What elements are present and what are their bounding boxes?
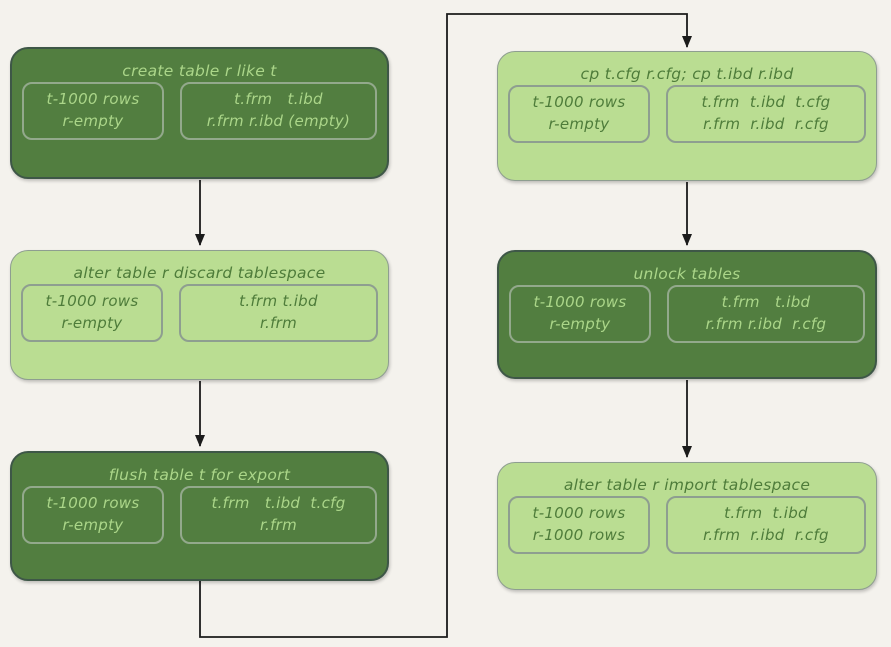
state-line: t-1000 rows: [45, 292, 139, 311]
node-title: unlock tables: [633, 265, 741, 283]
state-line: t-1000 rows: [532, 504, 626, 523]
node-create-table: create table r like t t-1000 rows r-empt…: [10, 47, 389, 179]
state-line: t-1000 rows: [46, 90, 140, 109]
rows-state-box: t-1000 rows r-empty: [22, 486, 164, 544]
node-title: flush table t for export: [108, 466, 291, 484]
files-state-box: t.frm t.ibd t.cfg r.frm r.ibd r.cfg: [666, 85, 866, 143]
node-copy-files: cp t.cfg r.cfg; cp t.ibd r.ibd t-1000 ro…: [497, 51, 877, 181]
node-state-row: t-1000 rows r-empty t.frm t.ibd r.frm r.…: [12, 82, 387, 140]
state-line: r-empty: [62, 112, 124, 130]
rows-state-box: t-1000 rows r-empty: [509, 285, 651, 343]
state-line: t-1000 rows: [532, 93, 626, 112]
state-line: r.frm r.ibd r.cfg: [705, 315, 827, 333]
node-state-row: t-1000 rows r-empty t.frm t.ibd t.cfg r.…: [498, 85, 876, 143]
state-line: r.frm r.ibd (empty): [206, 112, 351, 130]
node-title: alter table r import tablespace: [563, 476, 811, 494]
files-state-box: t.frm t.ibd r.frm r.ibd (empty): [180, 82, 377, 140]
rows-state-box: t-1000 rows r-1000 rows: [508, 496, 650, 554]
node-import-tablespace: alter table r import tablespace t-1000 r…: [497, 462, 877, 590]
state-line: t.frm t.ibd: [724, 504, 808, 523]
state-line: r-empty: [549, 315, 611, 333]
state-line: t-1000 rows: [533, 293, 627, 312]
rows-state-box: t-1000 rows r-empty: [22, 82, 164, 140]
node-discard-tablespace: alter table r discard tablespace t-1000 …: [10, 250, 389, 380]
rows-state-box: t-1000 rows r-empty: [508, 85, 650, 143]
node-state-row: t-1000 rows r-empty t.frm t.ibd t.cfg r.…: [12, 486, 387, 544]
node-title: alter table r discard tablespace: [73, 264, 326, 282]
node-title: create table r like t: [122, 62, 277, 80]
state-line: r-1000 rows: [532, 526, 626, 544]
state-line: t.frm t.ibd: [721, 293, 811, 312]
node-state-row: t-1000 rows r-empty t.frm t.ibd r.frm r.…: [499, 285, 875, 343]
state-line: t.frm t.ibd t.cfg: [701, 93, 831, 112]
rows-state-box: t-1000 rows r-empty: [21, 284, 163, 342]
state-line: r.frm r.ibd r.cfg: [703, 115, 829, 133]
state-line: r.frm: [259, 516, 298, 534]
state-line: t.frm t.ibd t.cfg: [211, 494, 346, 513]
node-state-row: t-1000 rows r-empty t.frm t.ibd r.frm: [11, 284, 388, 342]
files-state-box: t.frm t.ibd r.frm: [179, 284, 378, 342]
state-line: r.frm r.ibd r.cfg: [703, 526, 829, 544]
node-unlock-tables: unlock tables t-1000 rows r-empty t.frm …: [497, 250, 877, 379]
state-line: t-1000 rows: [46, 494, 140, 513]
state-line: t.frm t.ibd: [234, 90, 323, 109]
state-line: t.frm t.ibd: [239, 292, 318, 311]
state-line: r-empty: [548, 115, 610, 133]
files-state-box: t.frm t.ibd r.frm r.ibd r.cfg: [667, 285, 865, 343]
state-line: r-empty: [61, 314, 123, 332]
node-state-row: t-1000 rows r-1000 rows t.frm t.ibd r.fr…: [498, 496, 876, 554]
state-line: r.frm: [259, 314, 298, 332]
state-line: r-empty: [62, 516, 124, 534]
files-state-box: t.frm t.ibd r.frm r.ibd r.cfg: [666, 496, 866, 554]
node-flush-export: flush table t for export t-1000 rows r-e…: [10, 451, 389, 581]
node-title: cp t.cfg r.cfg; cp t.ibd r.ibd: [580, 65, 794, 83]
files-state-box: t.frm t.ibd t.cfg r.frm: [180, 486, 377, 544]
